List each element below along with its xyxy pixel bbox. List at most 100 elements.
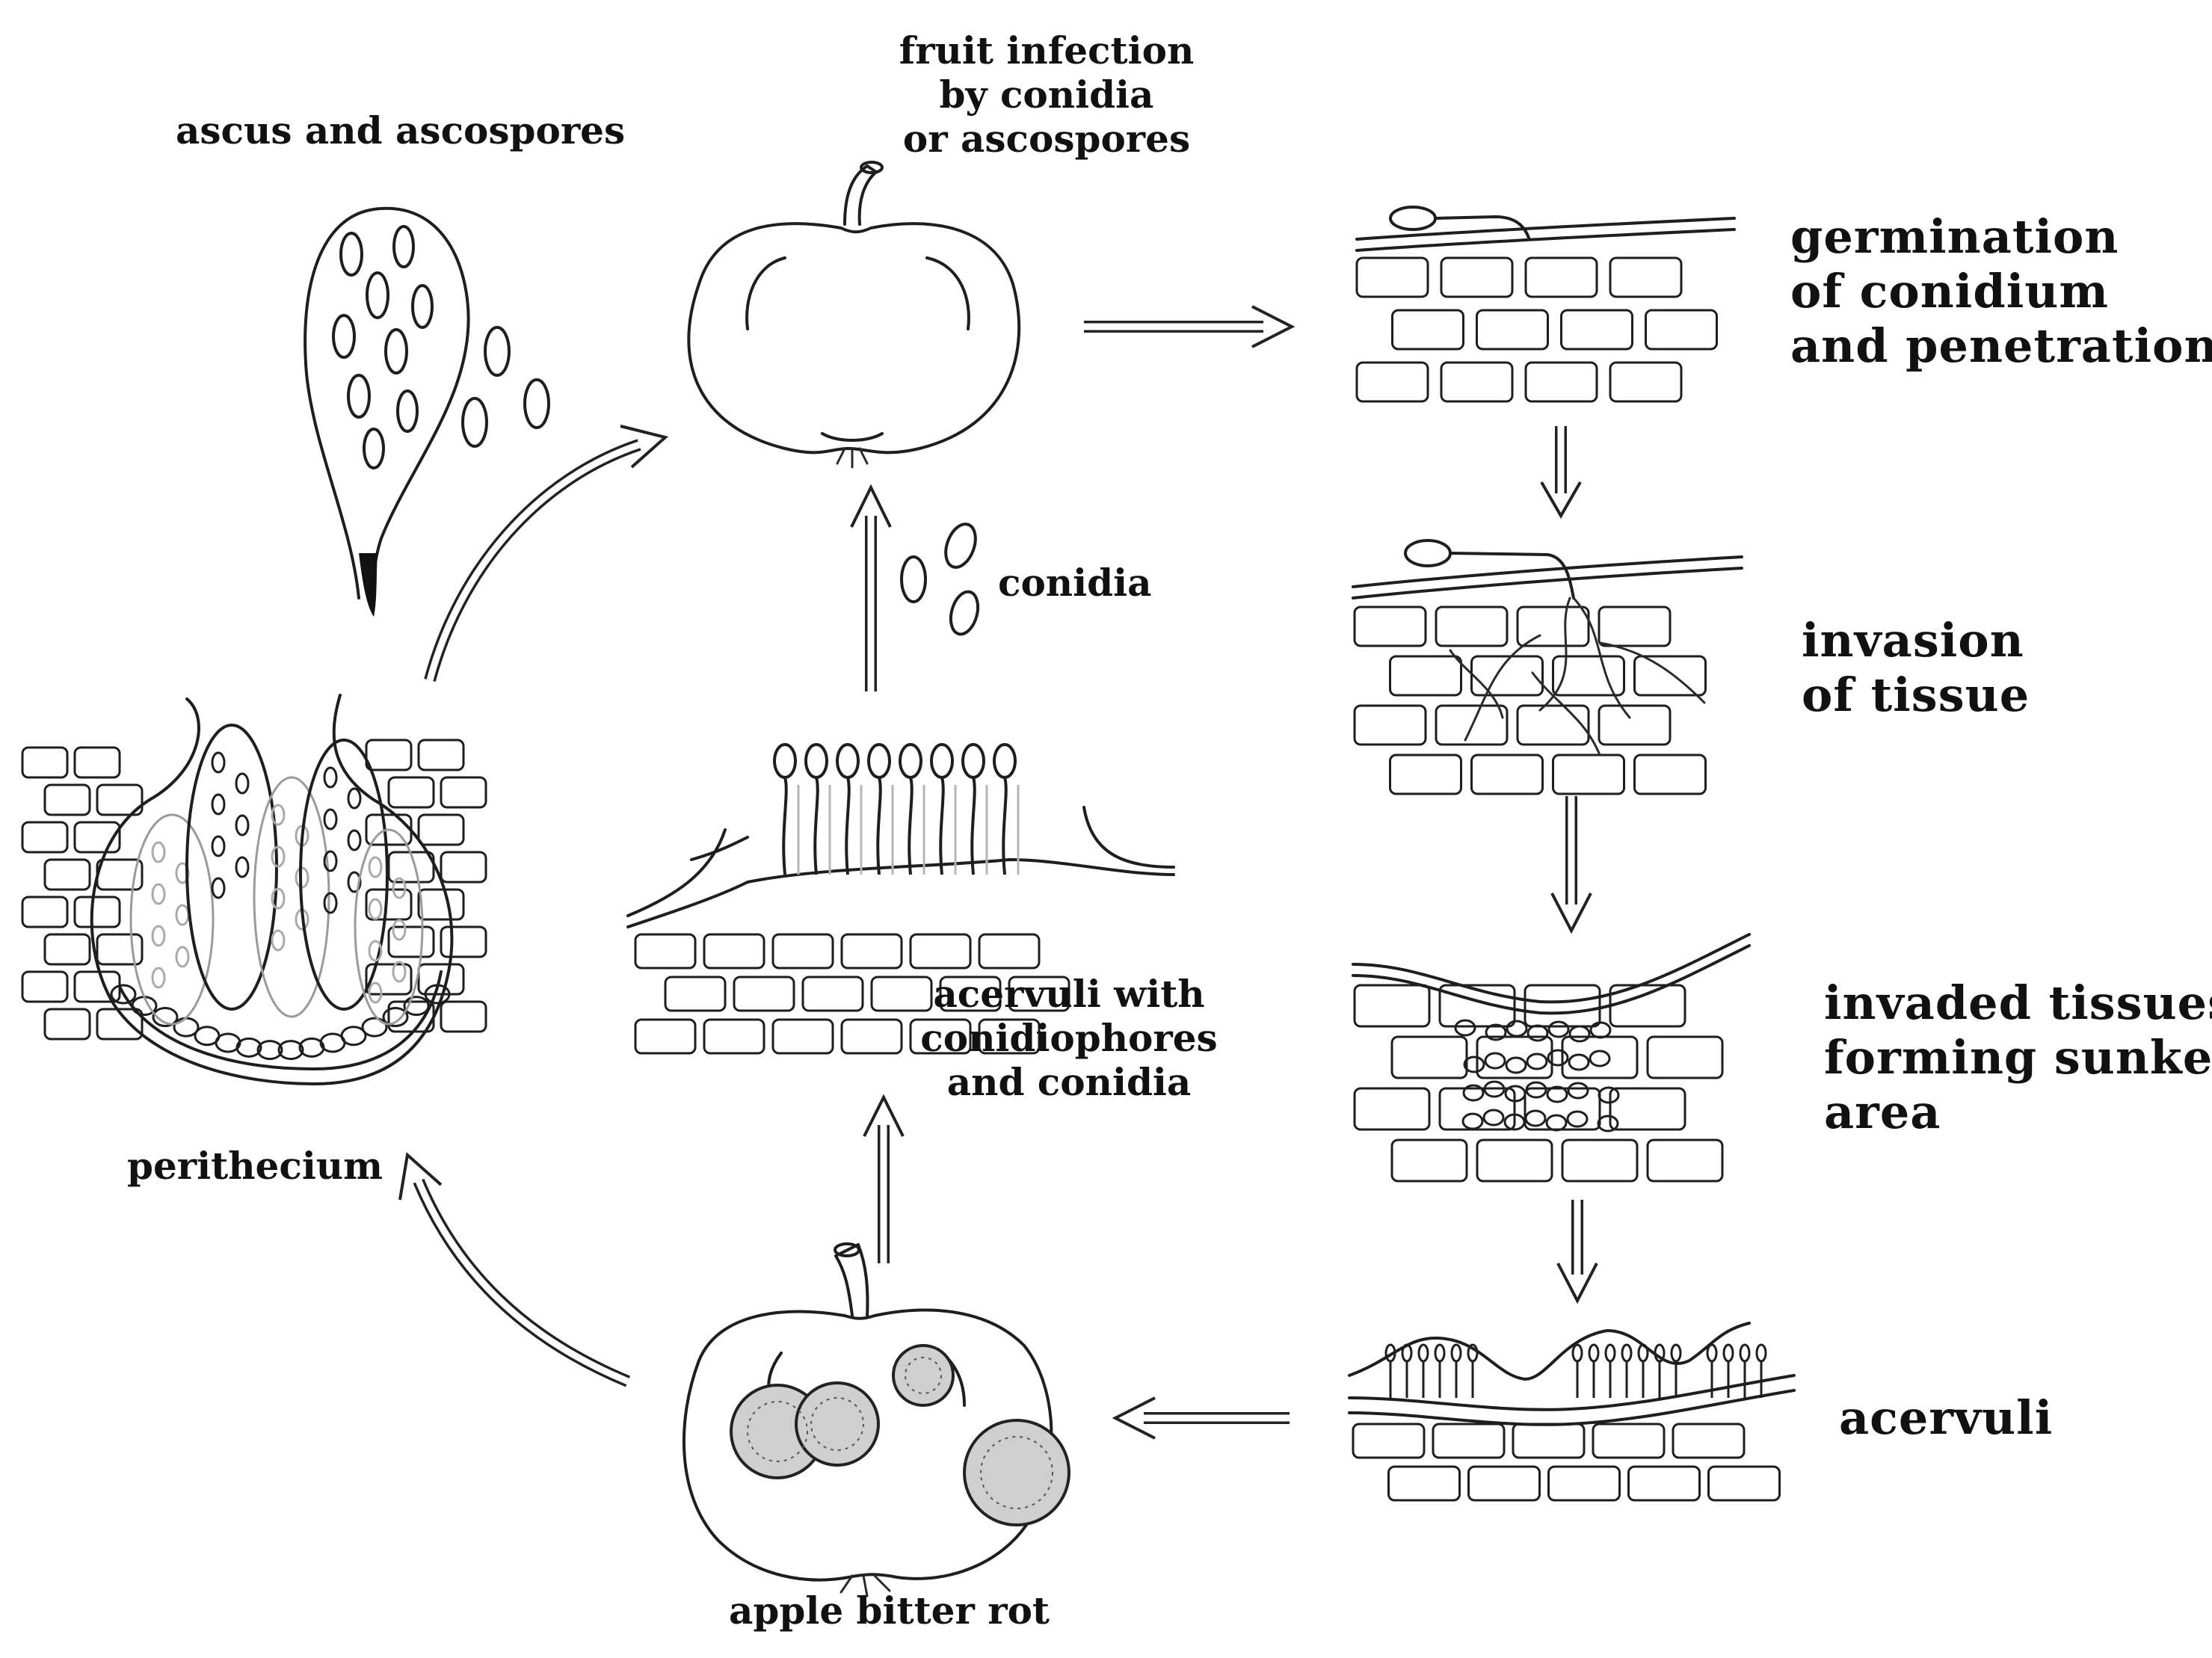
- tissue-cell: [1470, 655, 1544, 697]
- ascospore: [235, 814, 250, 836]
- invaded-cell: [1589, 1050, 1611, 1067]
- tissue-cell: [1470, 754, 1544, 795]
- conidiophore: [970, 777, 976, 875]
- wall-cell: [43, 1008, 91, 1041]
- ascospore: [211, 793, 226, 816]
- tissue-cell: [1353, 704, 1427, 746]
- conidium: [1654, 1343, 1666, 1363]
- tissue-cell: [1561, 1138, 1639, 1183]
- label-ascus-and-ascospores: ascus and ascospores: [176, 108, 626, 152]
- conidium: [867, 743, 891, 779]
- tissue-cell: [1353, 1087, 1431, 1131]
- tissue-cell: [1524, 361, 1598, 403]
- wall-cell: [387, 925, 435, 958]
- wall-cell: [417, 963, 465, 996]
- invaded-cell: [1547, 1020, 1570, 1038]
- label-acervuli-with-conidiophores: acervuli with conidiophores and conidia: [920, 972, 1218, 1104]
- tissue-cell: [909, 933, 972, 970]
- invaded-cell: [1526, 1053, 1548, 1070]
- conidiophore: [908, 777, 914, 875]
- tissue-cell: [1524, 1087, 1601, 1131]
- conidium: [773, 743, 797, 779]
- label-perithecium: perithecium: [127, 1144, 383, 1188]
- conidiophore: [813, 777, 819, 875]
- conidia-drawing: [900, 523, 980, 636]
- conidium: [1637, 1343, 1649, 1363]
- conidium: [1604, 1343, 1616, 1363]
- ascospore: [271, 804, 286, 826]
- conidium: [804, 743, 828, 779]
- tissue-cell: [1389, 655, 1462, 697]
- tissue-cell: [1609, 361, 1683, 403]
- tissue-cell: [1598, 704, 1672, 746]
- tissue-cell: [1387, 1465, 1461, 1502]
- tissue-cell: [1609, 256, 1683, 298]
- arrow-acervuli-to-apple: [850, 484, 892, 691]
- invaded-cell: [1463, 1055, 1485, 1073]
- tissue-cell: [1390, 1035, 1468, 1079]
- tissue-cell: [1476, 1138, 1553, 1183]
- arrow-acervuli-to-bitter-rot: [1112, 1396, 1290, 1440]
- tissue-cell: [1561, 1035, 1639, 1079]
- ascospore: [347, 829, 362, 851]
- tissue-cell: [1352, 1423, 1426, 1459]
- tissue-cell: [1524, 256, 1598, 298]
- base-cell: [277, 1040, 304, 1061]
- conidium: [1434, 1343, 1446, 1363]
- tissue-cell: [634, 1018, 697, 1055]
- label-apple-bitter-rot: apple bitter rot: [729, 1588, 1050, 1633]
- tissue-cell: [1476, 309, 1549, 351]
- invaded-cell: [1483, 1080, 1506, 1098]
- invaded-cell: [1525, 1081, 1547, 1099]
- invaded-cell: [1568, 1025, 1591, 1043]
- ascospore: [323, 808, 338, 830]
- conidiophore: [1002, 777, 1008, 875]
- tissue-cell: [1467, 1465, 1541, 1502]
- invaded-cell: [1505, 1056, 1527, 1074]
- conidium: [1384, 1343, 1396, 1363]
- invaded-cell: [1484, 1052, 1506, 1070]
- tissue-cell: [1389, 754, 1462, 795]
- tissue-cell: [1646, 1035, 1724, 1079]
- tissue-cell: [801, 976, 864, 1012]
- tissue-cell: [1438, 984, 1516, 1028]
- invaded-cell: [1545, 1114, 1568, 1132]
- tissue-cell: [1609, 984, 1686, 1028]
- invaded-cell: [1597, 1115, 1619, 1132]
- wall-cell: [73, 821, 121, 854]
- ascospore: [271, 929, 286, 952]
- ascospore: [392, 877, 407, 899]
- tissue-cell: [634, 933, 697, 970]
- tissue-cell: [703, 933, 765, 970]
- tissue-cell: [870, 976, 933, 1012]
- ascospore: [323, 766, 338, 789]
- ascospore: [151, 883, 166, 905]
- tissue-cell: [1552, 655, 1625, 697]
- invaded-cell: [1567, 1082, 1589, 1100]
- ascospore: [235, 772, 250, 795]
- conidium: [1401, 1343, 1413, 1363]
- tissue-cell: [1633, 655, 1707, 697]
- germination-tissue-drawing: [1355, 206, 1736, 403]
- ascus: [299, 739, 389, 1011]
- tissue-cell: [1440, 361, 1514, 403]
- wall-cell: [21, 821, 69, 854]
- tissue-cell: [1435, 704, 1509, 746]
- tissue-cell: [1435, 605, 1509, 647]
- conidium: [1670, 1343, 1682, 1363]
- tissue-cell: [1390, 1138, 1468, 1183]
- ascospore: [368, 898, 383, 920]
- ascospore: [271, 887, 286, 910]
- invasion-tissue-drawing: [1352, 539, 1743, 795]
- tissue-cell: [1353, 984, 1431, 1028]
- invaded-cell: [1589, 1021, 1612, 1039]
- tissue-cell: [1627, 1465, 1701, 1502]
- tissue-cell: [1552, 754, 1625, 795]
- ascospore: [175, 904, 190, 926]
- base-cell: [152, 1007, 179, 1028]
- conidiophore: [845, 777, 851, 875]
- base-cell: [382, 1007, 409, 1028]
- invaded-cell: [1482, 1109, 1505, 1127]
- tissue-cell: [840, 1018, 903, 1055]
